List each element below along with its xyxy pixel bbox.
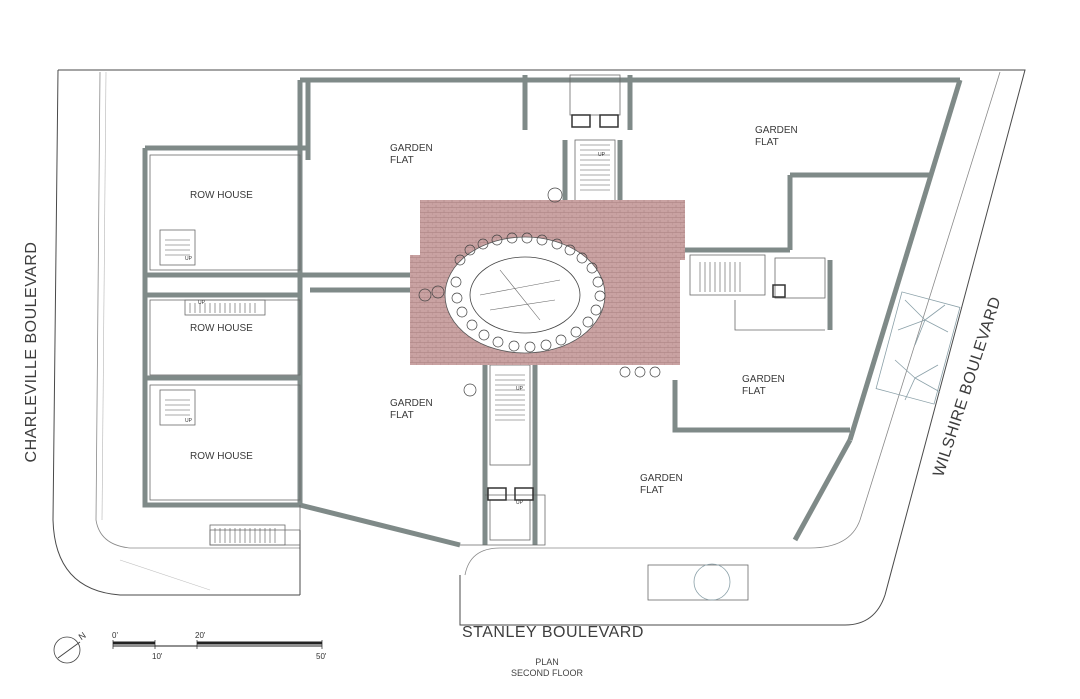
exterior-landscaping bbox=[647, 291, 961, 601]
scale-bar bbox=[112, 640, 323, 649]
street-label-west: CHARLEVILLE BOULEVARD bbox=[23, 241, 40, 463]
courtyard-trees bbox=[418, 187, 661, 397]
site-boundary bbox=[52, 69, 1026, 626]
stair-up-label: UP bbox=[516, 386, 523, 392]
scale-mark-0: 0' bbox=[112, 631, 118, 640]
interior-lines bbox=[149, 74, 826, 546]
courtyard-paving bbox=[410, 200, 685, 365]
stair-up-label: UP bbox=[198, 300, 205, 306]
scale-mark-20: 20' bbox=[195, 631, 206, 640]
scale-mark-50: 50' bbox=[316, 652, 327, 661]
elevators bbox=[487, 114, 786, 501]
room-label-row-house-1: ROW HOUSE bbox=[190, 190, 253, 201]
room-label-row-house-3: ROW HOUSE bbox=[190, 451, 253, 462]
building-walls bbox=[142, 75, 963, 548]
stair-up-label: UP bbox=[516, 500, 523, 506]
street-label-south: STANLEY BOULEVARD bbox=[462, 624, 644, 641]
room-label-row-house-2: ROW HOUSE bbox=[190, 323, 253, 334]
stair-up-label: UP bbox=[598, 152, 605, 158]
scale-mark-10: 10' bbox=[152, 652, 163, 661]
north-arrow bbox=[53, 636, 81, 664]
stair-treads bbox=[165, 144, 741, 543]
stair-up-label: UP bbox=[185, 418, 192, 424]
stair-up-label: UP bbox=[185, 256, 192, 262]
